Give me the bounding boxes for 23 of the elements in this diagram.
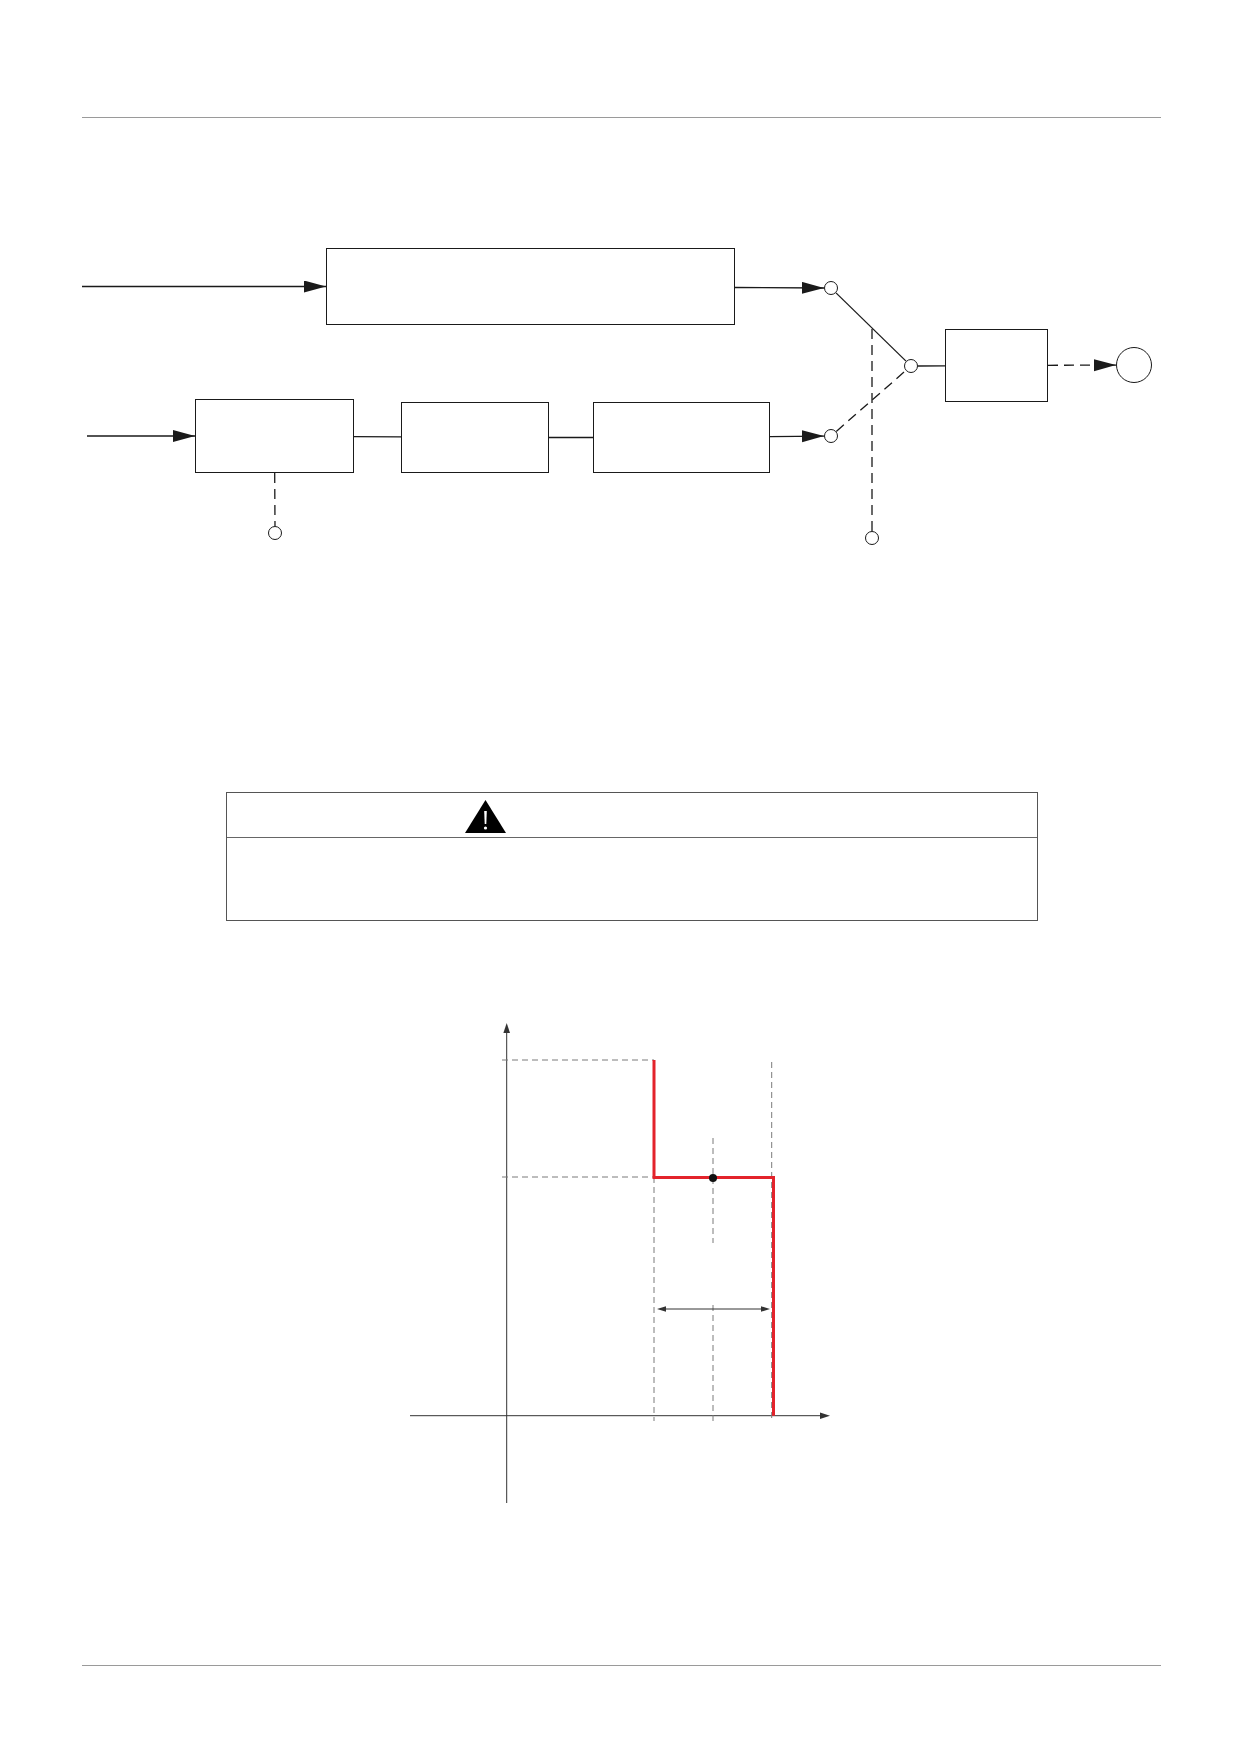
connector-line [548,436,594,439]
process-box [401,402,549,473]
connector-line [835,369,907,433]
terminal-circle [865,531,879,545]
terminal-circle [904,359,918,373]
terminal-circle [268,526,282,540]
connector-line [274,472,276,527]
arrow [769,430,825,443]
terminal-circle [824,281,838,295]
arrow [81,280,327,293]
arrow [86,430,196,442]
output-circle [1116,347,1152,383]
terminal-circle [824,429,838,443]
arrow [1047,359,1117,372]
connector-line [871,328,873,532]
process-box [945,329,1048,402]
connector-line [835,292,907,362]
arrow [734,281,825,294]
process-box [593,402,770,473]
process-box [195,399,354,473]
process-box [326,248,735,325]
connector-line [353,435,402,438]
connector-line [917,365,946,367]
